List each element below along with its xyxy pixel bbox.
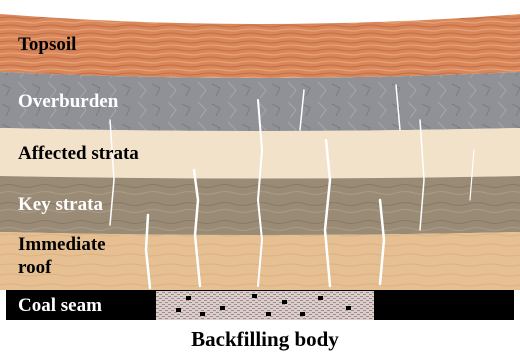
backfill-block <box>266 312 271 316</box>
backfilling-body <box>156 291 374 320</box>
backfill-block <box>186 296 191 300</box>
key-strata-label: Key strata <box>18 194 103 215</box>
backfill-block <box>200 312 205 316</box>
immediate-roof-label-line2: roof <box>18 257 52 278</box>
backfill-block <box>300 312 305 316</box>
backfill-block <box>176 308 181 312</box>
immediate-roof-label-line1: Immediate <box>18 234 106 255</box>
affected-strata-label: Affected strata <box>18 143 139 164</box>
topsoil-layer <box>0 14 520 78</box>
backfill-block <box>220 306 225 310</box>
backfill-block <box>318 296 323 300</box>
overburden-label: Overburden <box>18 91 119 112</box>
backfill-block <box>346 306 351 310</box>
topsoil-label: Topsoil <box>18 34 76 55</box>
backfill-block <box>282 300 287 304</box>
backfill-block <box>252 294 257 298</box>
coal-seam-label: Coal seam <box>18 295 102 316</box>
backfilling-body-caption: Backfilling body <box>191 327 339 351</box>
